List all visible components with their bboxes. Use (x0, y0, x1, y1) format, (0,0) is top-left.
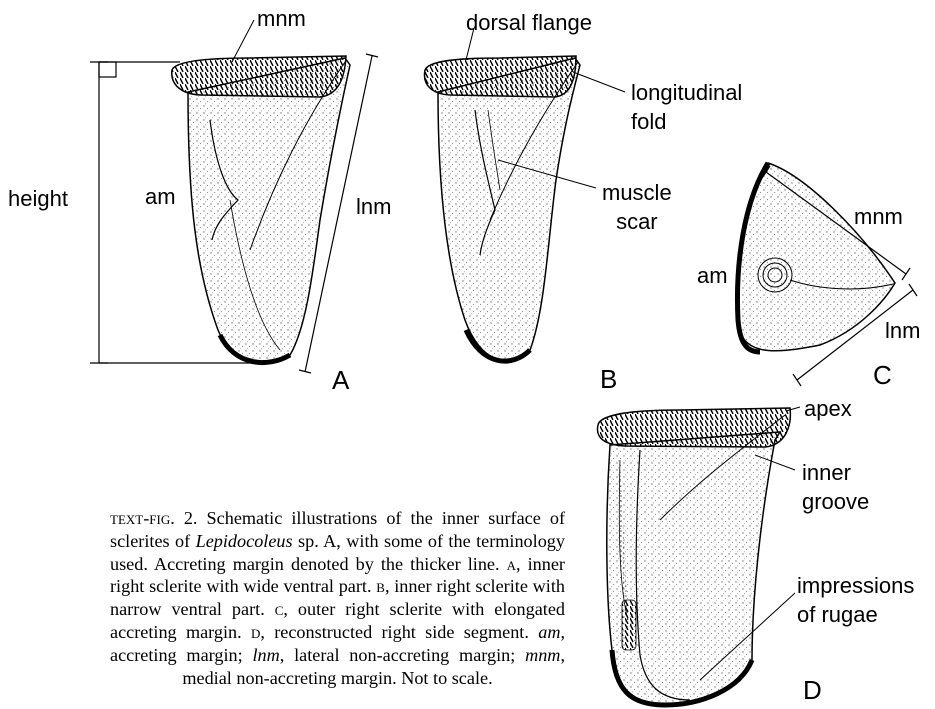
sclerite-b (424, 28, 625, 361)
label-mnm-c: mnm (854, 206, 903, 228)
caption-text: , lateral non-accreting margin; (280, 645, 525, 665)
caption-key-a: a (507, 554, 516, 574)
label-dorsal-flange: dorsal flange (466, 12, 592, 34)
label-mnm-a: mnm (257, 8, 306, 30)
sclerite-c (737, 163, 917, 386)
label-longitudinal-fold: longitudinal fold (631, 78, 742, 136)
caption-fig-label: text-fig. 2. (110, 508, 197, 528)
label-inner-groove: inner groove (802, 458, 869, 516)
label-lnm-c: lnm (885, 320, 920, 342)
label-am-a: am (145, 186, 176, 208)
label-muscle-scar: muscle scar (602, 178, 672, 236)
figure-caption: text-fig. 2. Schematic illustrations of … (110, 507, 565, 689)
caption-key-b: b (376, 576, 385, 596)
label-apex: apex (804, 398, 852, 420)
caption-abbr-am: am (538, 622, 560, 642)
caption-text: , reconstructed right side segment. (260, 622, 538, 642)
label-am-c: am (697, 265, 728, 287)
caption-abbr-lnm: lnm (252, 645, 279, 665)
label-impressions-of-rugae: impressions of rugae (797, 571, 914, 629)
panel-letter-c: C (873, 362, 892, 388)
label-height: height (8, 188, 68, 210)
sclerite-a (90, 20, 378, 373)
panel-letter-b: B (600, 366, 617, 392)
caption-key-d: d (251, 622, 260, 642)
panel-letter-d: D (803, 677, 822, 703)
sclerite-d (597, 407, 800, 705)
panel-letter-a: A (332, 367, 349, 393)
label-lnm-a: lnm (356, 196, 391, 218)
caption-abbr-mnm: mnm (525, 645, 560, 665)
caption-genus: Lepidocoleus (196, 531, 293, 551)
